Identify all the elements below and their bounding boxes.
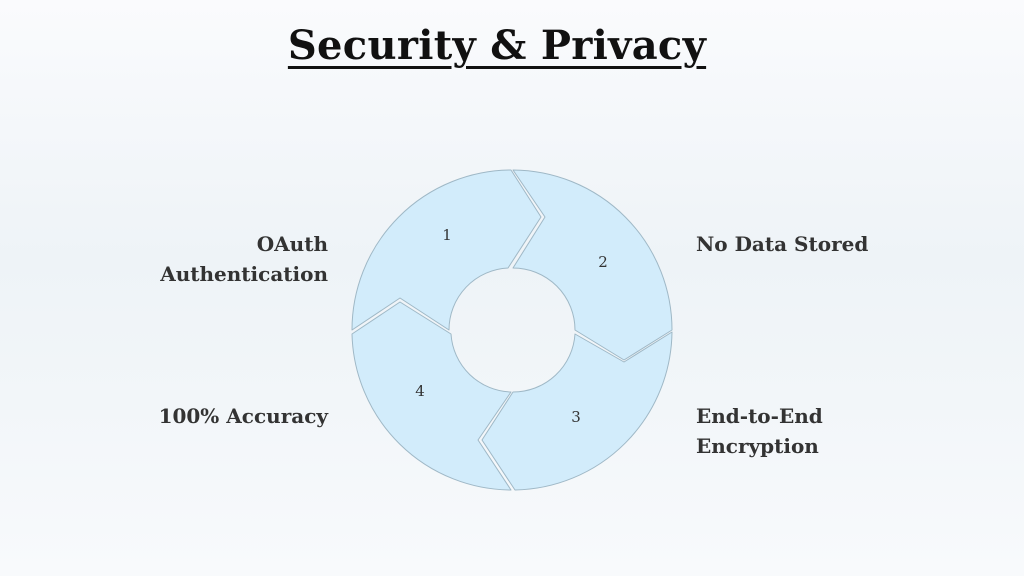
segment-number-3: 3	[571, 408, 581, 426]
cycle-segment-4	[351, 301, 512, 491]
cycle-segment-2	[512, 169, 673, 361]
slide-title: Security & Privacy	[287, 22, 707, 69]
cycle-segment-1	[351, 169, 542, 331]
segment-number-1: 1	[442, 226, 452, 244]
step-3-label: End-to-End Encryption	[696, 404, 823, 458]
step-4-label: 100% Accuracy	[158, 404, 328, 428]
segment-number-2: 2	[598, 253, 608, 271]
cycle-numbers: 1 2 3 4	[415, 226, 608, 426]
step-2-label: No Data Stored	[696, 232, 869, 256]
step-1-label: OAuth Authentication	[160, 232, 328, 286]
segment-number-4: 4	[415, 382, 425, 400]
cycle-ring	[351, 169, 673, 491]
cycle-segment-3	[481, 331, 673, 491]
